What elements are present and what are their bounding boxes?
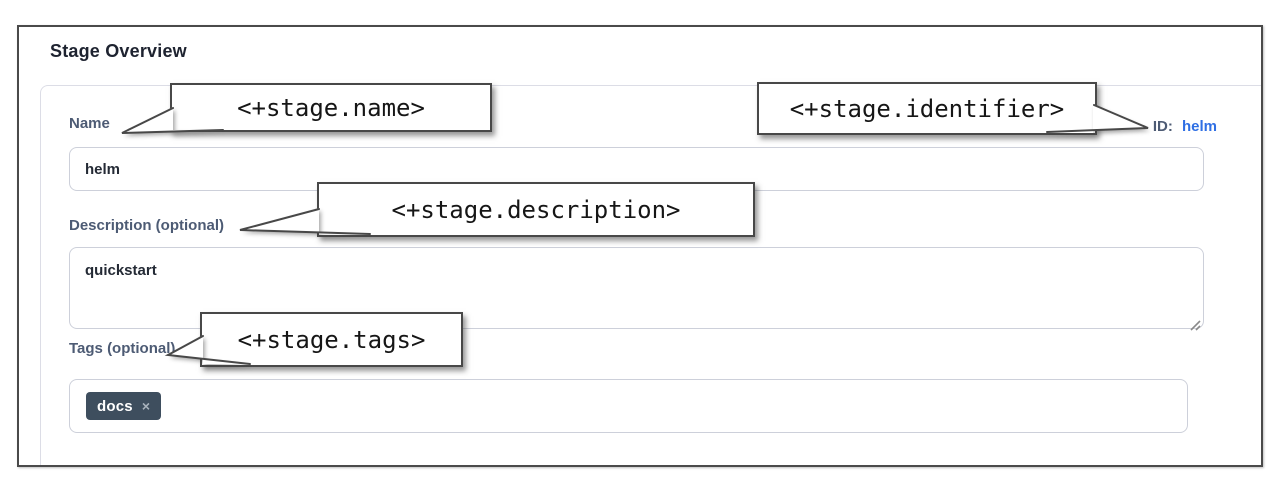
annotation-callout-tags: <+stage.tags> (200, 312, 463, 367)
tags-label: Tags (optional) (69, 340, 176, 357)
page-title: Stage Overview (50, 41, 187, 61)
annotation-callout-description: <+stage.description> (317, 182, 755, 237)
stage-id-value: helm (1181, 118, 1217, 135)
tag-chip-label: docs (97, 397, 133, 415)
description-label: Description (optional) (69, 217, 224, 234)
annotation-callout-identifier: <+stage.identifier> (757, 82, 1097, 135)
tag-chip: docs × (86, 392, 162, 420)
textarea-resize-handle-icon[interactable] (1189, 319, 1201, 331)
stage-id-label: ID: (1152, 118, 1173, 135)
tag-remove-icon[interactable]: × (141, 398, 151, 414)
stage-overview-card: Name Description (optional) quickstart T… (40, 85, 1261, 465)
annotation-callout-name: <+stage.name> (170, 83, 492, 132)
stage-id-row: ID: helm (1153, 118, 1217, 135)
name-label: Name (69, 115, 110, 132)
tags-input[interactable]: docs × (69, 379, 1188, 433)
